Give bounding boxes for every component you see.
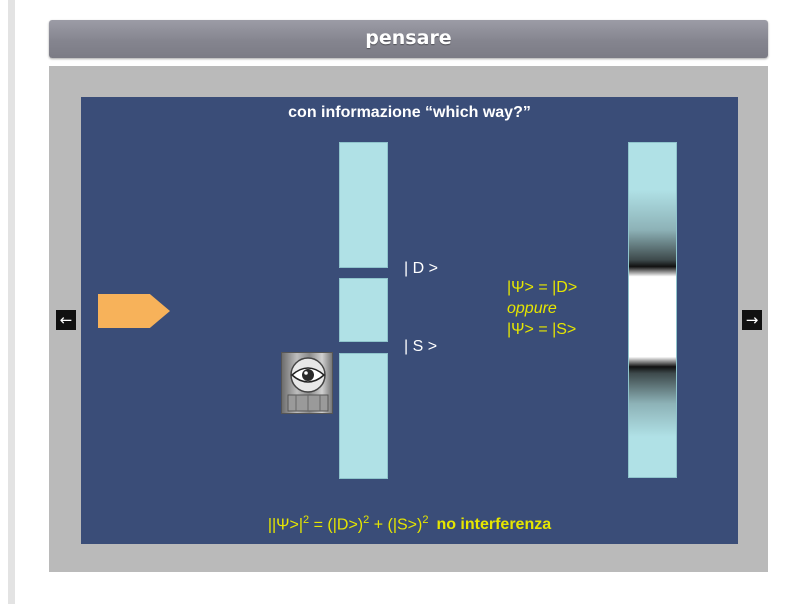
eq-term-1: ||Ψ>|	[267, 516, 304, 534]
barrier-middle	[339, 278, 388, 342]
next-slide-button[interactable]: →	[742, 310, 762, 330]
eq-exp-2: 2	[363, 514, 370, 526]
arrow-left-icon: ←	[59, 311, 73, 329]
eq-term-3: + (|S>)	[369, 516, 423, 534]
state-formula: |Ψ> = |D> oppure |Ψ> = |S>	[507, 277, 577, 340]
pentagon-arrow-icon	[98, 294, 170, 328]
state-label-s: | S >	[404, 338, 438, 355]
state-label-d: | D >	[404, 260, 438, 277]
eq-term-2: = (|D>)	[309, 516, 364, 534]
barrier-top	[339, 142, 388, 268]
page-title: pensare	[365, 27, 452, 49]
left-margin-rule	[8, 0, 15, 604]
arrow-right-icon: →	[745, 311, 759, 329]
eye-icon	[281, 352, 333, 414]
eq-exp-1: 2	[303, 514, 310, 526]
eq-exp-3: 2	[422, 514, 429, 526]
prev-slide-button[interactable]: ←	[56, 310, 76, 330]
formula-line-3: |Ψ> = |S>	[507, 321, 577, 338]
detection-screen	[628, 142, 677, 478]
slide-heading: con informazione “which way?”	[288, 104, 531, 121]
title-bar: pensare	[49, 20, 768, 58]
no-interference-label: no interferenza	[436, 516, 552, 534]
formula-line-1: |Ψ> = |D>	[507, 279, 578, 296]
slide-canvas: con informazione “which way?” | D > | S …	[81, 97, 738, 544]
barrier-bottom	[339, 353, 388, 479]
formula-line-2: oppure	[507, 300, 557, 317]
